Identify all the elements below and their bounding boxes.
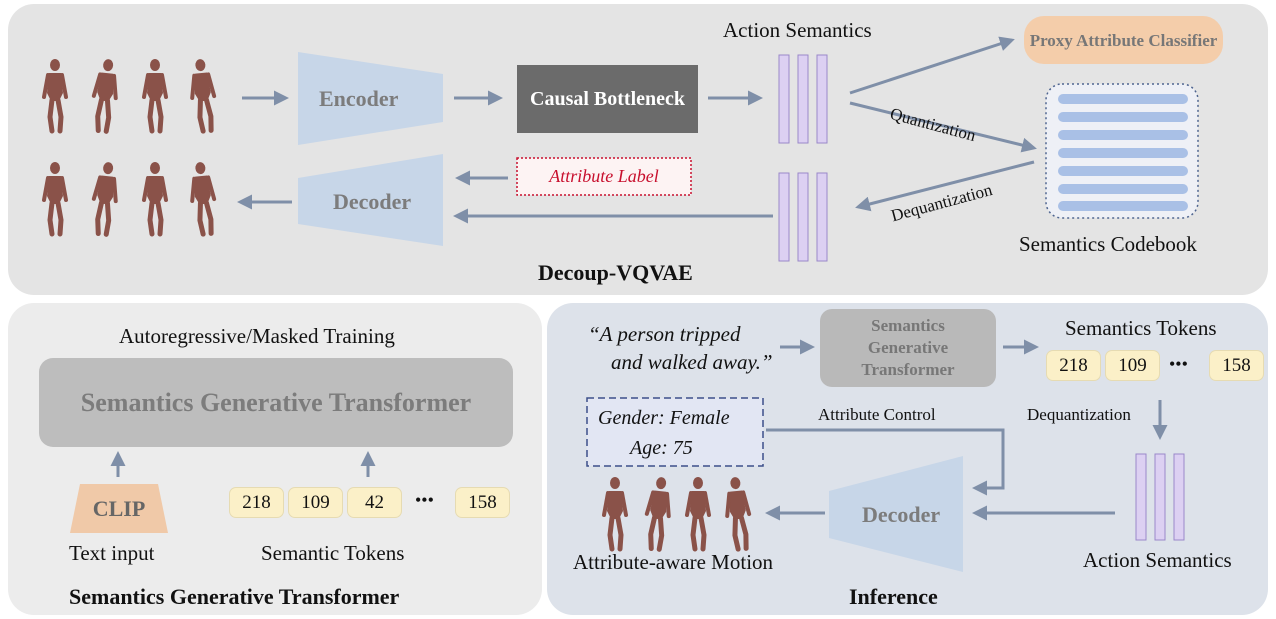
bl-arrows [110, 451, 376, 477]
text-input-label: Text input [69, 541, 155, 565]
token-bl-4: 158 [455, 487, 510, 518]
codebook-label: Semantics Codebook [1019, 232, 1197, 256]
decoup-vqvae-title: Decoup-VQVAE [538, 260, 693, 285]
action-semantics-label-br: Action Semantics [1083, 548, 1232, 572]
action-semantics-bars-inference [1135, 453, 1185, 541]
generative-transformer-title: Semantics Generative Transformer [69, 584, 400, 609]
action-semantics-bars-top [778, 54, 828, 262]
prompt-line-2: and walked away.” [611, 350, 773, 374]
attribute-aware-motion-figures [604, 476, 752, 550]
encoder-label: Encoder [319, 86, 399, 111]
decoder-label: Decoder [333, 189, 412, 214]
inference-decoder-trapezoid [829, 456, 963, 572]
clip-label: CLIP [92, 495, 146, 521]
token-br-2: 109 [1105, 350, 1160, 381]
inference-decoder-label: Decoder [862, 502, 941, 527]
semantics-tokens-label: Semantics Tokens [1065, 316, 1217, 340]
encoder-trapezoid [298, 52, 443, 145]
attr-age: Age: 75 [630, 437, 693, 459]
token-bl-1: 218 [229, 487, 284, 518]
token-br-1: 218 [1046, 350, 1101, 381]
token-bl-3: 42 [347, 487, 402, 518]
inference-title: Inference [849, 584, 938, 609]
token-ellipsis-bl: ••• [415, 490, 434, 510]
dequantization-label-br: Dequantization [1027, 405, 1131, 424]
attribute-control-box [586, 397, 764, 467]
training-label: Autoregressive/Masked Training [119, 324, 395, 348]
motion-label: Attribute-aware Motion [573, 550, 774, 574]
action-semantics-label-top: Action Semantics [723, 18, 872, 42]
top-arrows [237, 36, 1037, 224]
generative-transformer-panel [8, 303, 542, 615]
attribute-control-label: Attribute Control [818, 405, 936, 424]
causal-bottleneck-label: Causal Bottleneck [530, 87, 685, 110]
decoder-trapezoid [298, 154, 443, 246]
attribute-label-box [516, 157, 692, 196]
transformer-label-br: Semantics Generative Transformer [861, 316, 955, 379]
input-motion-figures [44, 58, 217, 132]
proxy-classifier-label: Proxy Attribute Classifier [1029, 30, 1218, 50]
transformer-block-br [820, 309, 996, 387]
semantic-tokens-label: Semantic Tokens [261, 541, 405, 565]
token-bl-2: 109 [288, 487, 343, 518]
br-arrows [765, 339, 1168, 521]
transformer-block-bl [39, 358, 513, 447]
prompt-line-1: “A person tripped [588, 322, 741, 346]
output-motion-figures [44, 161, 217, 235]
transformer-label-bl: Semantics Generative Transformer [80, 387, 472, 417]
clip-trapezoid [70, 484, 168, 533]
proxy-classifier-box [1024, 16, 1223, 64]
token-br-3: 158 [1209, 350, 1264, 381]
token-ellipsis-br: ••• [1169, 354, 1188, 374]
semantics-codebook [1045, 83, 1199, 219]
attr-gender: Gender: Female [598, 407, 730, 429]
attribute-label-text: Attribute Label [549, 166, 659, 186]
causal-bottleneck-box [517, 65, 698, 133]
